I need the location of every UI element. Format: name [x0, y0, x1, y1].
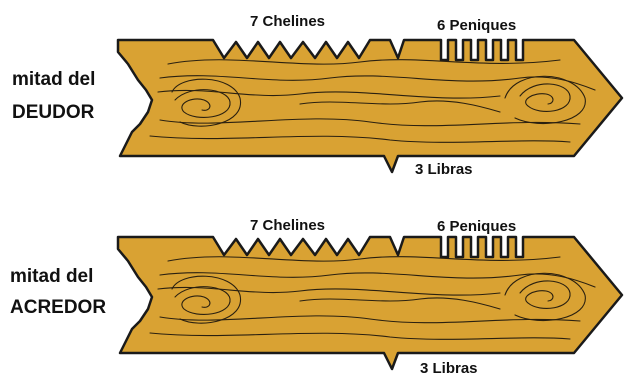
tally-stick-creditor-body [118, 237, 622, 369]
tally-stick-creditor: mitad del ACREDOR 7 Chelines 6 Peniques … [10, 217, 622, 376]
tally-stick-debtor: mitad del DEUDOR 7 Chelines 6 Peniques 3… [12, 13, 622, 178]
notch-label-pence: 6 Peniques [437, 218, 516, 235]
side-label-line2: ACREDOR [10, 297, 106, 318]
side-label-line1: mitad del [10, 266, 93, 287]
notch-label-shillings: 7 Chelines [250, 217, 325, 234]
side-label-line1: mitad del [12, 69, 95, 90]
notch-label-pounds: 3 Libras [420, 360, 478, 376]
side-label-line2: DEUDOR [12, 102, 95, 123]
tally-stick-debtor-body [118, 40, 622, 172]
notch-label-pence: 6 Peniques [437, 17, 516, 34]
notch-label-pounds: 3 Libras [415, 161, 473, 178]
notch-label-shillings: 7 Chelines [250, 13, 325, 30]
